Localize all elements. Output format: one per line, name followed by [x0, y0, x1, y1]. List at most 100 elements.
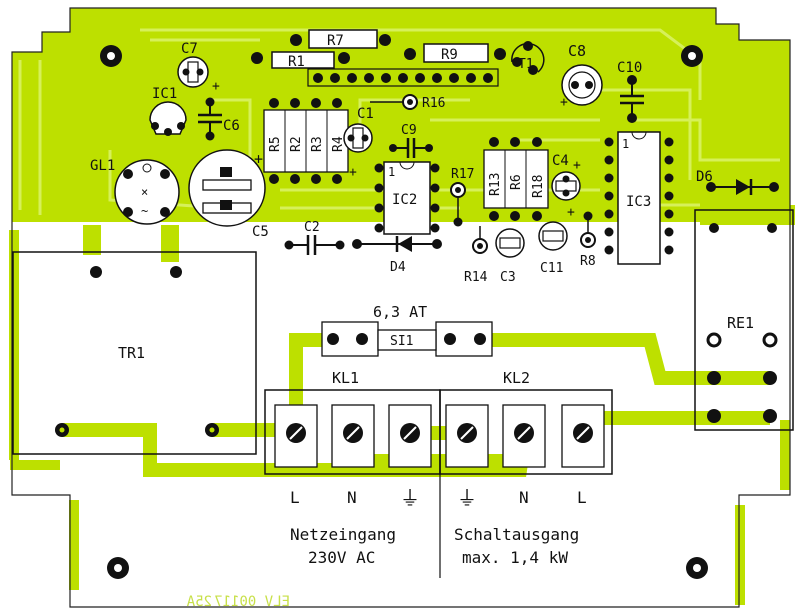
capacitor-c9: C9: [389, 123, 433, 158]
label-n-in: N: [347, 488, 357, 507]
label-l-in: L: [290, 488, 300, 507]
caption-input-line2: 230V AC: [308, 548, 375, 567]
svg-text:IC3: IC3: [626, 194, 651, 210]
caption-output-line1: Schaltausgang: [454, 525, 579, 544]
svg-text:+: +: [567, 205, 575, 220]
diode-d6: D6: [696, 169, 779, 195]
svg-text:25A: 25A: [186, 594, 212, 610]
svg-text:KL2: KL2: [503, 369, 530, 387]
svg-text:+: +: [254, 150, 263, 168]
mounting-hole-top-right: [681, 45, 703, 67]
svg-text:D4: D4: [390, 260, 406, 275]
label-n-out: N: [519, 488, 529, 507]
svg-text:R5: R5: [268, 136, 283, 152]
svg-text:+: +: [212, 79, 220, 94]
relay-re1: RE1: [694, 209, 794, 431]
svg-text:R4: R4: [331, 136, 346, 152]
mounting-holes: [100, 45, 708, 579]
svg-text:R6: R6: [509, 174, 524, 190]
svg-text:R9: R9: [441, 47, 458, 63]
svg-text:+: +: [560, 95, 568, 110]
resistor-array-r13-r18: R13 R6 R18: [483, 137, 549, 221]
capacitor-c5: + C5: [188, 149, 269, 240]
screw-pe-in: [400, 423, 420, 443]
signal-traces: [18, 28, 780, 215]
capacitor-c7: C7 +: [177, 41, 220, 94]
caption-input-line1: Netzeingang: [290, 525, 396, 544]
screw-n-out: [514, 423, 534, 443]
board-id-mirrored: ELV 00117 25A: [186, 594, 290, 610]
transistor-t1: T1: [511, 41, 545, 75]
regulator-ic1: IC1: [149, 86, 187, 136]
label-l-out: L: [577, 488, 587, 507]
svg-text:R16: R16: [422, 96, 445, 111]
svg-text:R3: R3: [310, 136, 325, 152]
screw-l-in: [286, 423, 306, 443]
svg-text:R8: R8: [580, 254, 596, 269]
resistor-r16: R16: [370, 94, 445, 111]
svg-text:SI1: SI1: [390, 334, 413, 349]
svg-text:KL1: KL1: [332, 369, 359, 387]
svg-text:C7: C7: [181, 41, 198, 57]
resistor-r9: R9: [404, 43, 506, 63]
rectifier-gl1: × ~ GL1: [90, 158, 180, 225]
svg-text:~: ~: [141, 204, 148, 218]
svg-text:C6: C6: [223, 118, 240, 134]
label-pe-in: ⏚: [400, 486, 420, 510]
svg-text:C8: C8: [568, 42, 586, 60]
caption-output-line2: max. 1,4 kW: [462, 548, 568, 567]
screw-n-in: [343, 423, 363, 443]
chip-ic2: 1 IC2: [374, 161, 440, 235]
svg-text:ELV 00117: ELV 00117: [214, 594, 290, 610]
svg-text:IC2: IC2: [392, 192, 417, 208]
svg-text:1: 1: [388, 165, 395, 179]
svg-text:C5: C5: [252, 224, 269, 240]
capacitor-c11: C11: [538, 221, 568, 276]
svg-text:R13: R13: [488, 173, 503, 196]
svg-text:C1: C1: [357, 106, 374, 122]
svg-text:R18: R18: [531, 175, 546, 198]
svg-text:TR1: TR1: [118, 344, 145, 362]
fuse-si1: SI1 6,3 AT: [321, 303, 493, 357]
capacitor-c8: C8 +: [560, 42, 603, 110]
svg-text:R1: R1: [288, 54, 305, 70]
terminal-labels: L N ⏚ ⏚ N L: [290, 486, 587, 510]
svg-text:C11: C11: [540, 261, 563, 276]
board-outline: [11, 7, 791, 608]
svg-text:C3: C3: [500, 270, 516, 285]
svg-text:GL1: GL1: [90, 158, 115, 174]
svg-text:+: +: [349, 165, 357, 180]
terminal-block-kl1: KL1: [264, 369, 441, 475]
capacitor-c10: C10: [617, 60, 644, 123]
transformer-tr1: TR1: [12, 251, 257, 455]
resistor-array-r5-r4: R5 R2 R3 R4: [263, 98, 349, 184]
svg-text:R14: R14: [464, 270, 488, 285]
captions: Netzeingang 230V AC Schaltausgang max. 1…: [290, 525, 579, 567]
svg-text:C2: C2: [304, 220, 320, 235]
svg-text:T1: T1: [518, 57, 534, 72]
resistor-r1: R1: [251, 51, 350, 70]
capacitor-c1: C1 +: [343, 106, 374, 180]
svg-text:C9: C9: [401, 123, 417, 138]
mounting-hole-bottom-left: [107, 557, 129, 579]
screw-pe-out: [457, 423, 477, 443]
chip-ic3: 1 IC3: [604, 131, 674, 265]
mounting-hole-top-left: [100, 45, 122, 67]
resistor-r17: R17: [450, 167, 474, 227]
mounting-hole-bottom-right: [686, 557, 708, 579]
svg-text:RE1: RE1: [727, 314, 754, 332]
svg-text:R2: R2: [289, 136, 304, 152]
screw-l-out: [573, 423, 593, 443]
svg-text:+: +: [573, 158, 581, 173]
svg-text:1: 1: [622, 137, 629, 151]
terminal-block-kl2: KL2: [439, 369, 613, 475]
diode-d4: D4: [352, 236, 442, 275]
svg-text:C10: C10: [617, 60, 642, 76]
capacitor-c2: C2: [284, 220, 345, 255]
capacitor-c3: C3: [495, 228, 525, 285]
svg-text:6,3 AT: 6,3 AT: [373, 303, 427, 321]
label-pe-out: ⏚: [457, 486, 477, 510]
resistor-r7: R7: [290, 29, 391, 49]
